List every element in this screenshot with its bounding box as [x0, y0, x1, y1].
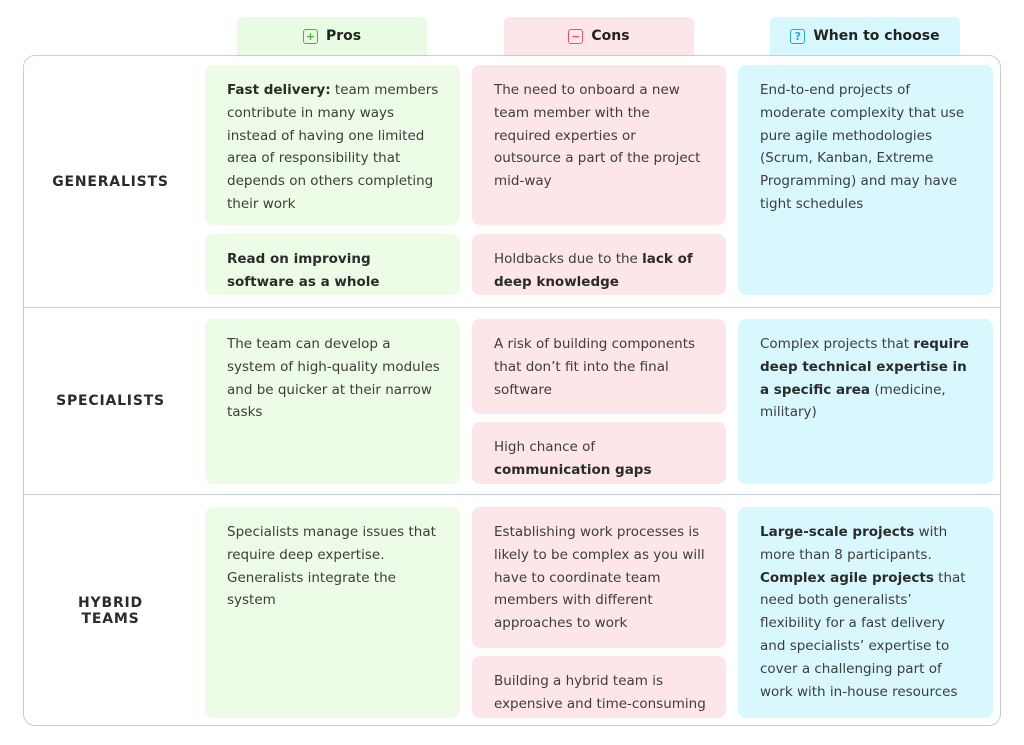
when-bold: Large-scale projects: [760, 524, 915, 540]
cons-card: High chance of communication gaps: [472, 422, 726, 484]
cons-text: Building a hybrid team is expensive and …: [494, 673, 706, 712]
when-card: Large-scale projects with more than 8 pa…: [738, 507, 993, 718]
plus-icon: +: [302, 28, 318, 44]
pros-card: Read on improving software as a whole: [205, 234, 460, 295]
cons-text: High chance of: [494, 439, 596, 455]
cons-text: Establishing work processes is likely to…: [494, 524, 705, 632]
column-header-pros-label: Pros: [325, 28, 362, 44]
when-card: Complex projects that require deep techn…: [738, 319, 993, 484]
pros-card: The team can develop a system of high-qu…: [205, 319, 460, 484]
pros-text: Specialists manage issues that require d…: [227, 524, 436, 609]
column-header-cons-label: Cons: [591, 28, 630, 44]
cons-card: A risk of building components that don’t…: [472, 319, 726, 414]
pros-bold: Fast delivery:: [227, 82, 331, 98]
cons-card: The need to onboard a new team member wi…: [472, 65, 726, 225]
row-label-hybrid: HYBRID TEAMS: [24, 494, 197, 727]
comparison-table: GENERALISTS Fast delivery: team members …: [23, 55, 1001, 726]
pros-card: Specialists manage issues that require d…: [205, 507, 460, 718]
column-header-pros: + Pros: [237, 17, 427, 55]
pros-text: team members contribute in many ways ins…: [227, 82, 439, 212]
when-text: End-to-end projects of moderate complexi…: [760, 82, 965, 212]
cons-bold: communication gaps: [494, 461, 652, 478]
when-text: Complex projects that: [760, 336, 914, 352]
when-text: (medicine, military): [760, 381, 946, 421]
row-label-specialists: SPECIALISTS: [56, 392, 165, 409]
cons-text: A risk of building components that don’t…: [494, 336, 696, 398]
row-label-generalists: GENERALISTS: [52, 173, 169, 190]
cons-text: Holdbacks due to the: [494, 251, 643, 267]
cons-text: The need to onboard a new team member wi…: [494, 82, 701, 190]
minus-icon: −: [568, 28, 584, 44]
cons-bold: lack of deep knowledge: [494, 251, 693, 290]
cons-card: Building a hybrid team is expensive and …: [472, 656, 726, 718]
when-bold: Complex agile projects: [760, 569, 934, 586]
row-label-line: HYBRID: [78, 594, 143, 611]
when-text: with more than 8 participants.: [760, 524, 948, 563]
pros-text: The team can develop a system of high-qu…: [227, 336, 440, 421]
column-header-when-label: When to choose: [813, 28, 940, 44]
pros-card: Fast delivery: team members contribute i…: [205, 65, 460, 225]
column-header-cons: − Cons: [504, 17, 694, 55]
when-text: that need both generalists’ flexibility …: [760, 569, 966, 700]
when-bold: require deep technical expertise in a sp…: [760, 336, 969, 398]
question-icon: ?: [790, 28, 806, 44]
pros-bold: Read on improving software as a whole: [227, 251, 380, 290]
row-divider: [24, 307, 1000, 308]
row-label-line: TEAMS: [81, 610, 140, 627]
when-card: End-to-end projects of moderate complexi…: [738, 65, 993, 295]
row-divider: [24, 494, 1000, 495]
column-header-when: ? When to choose: [770, 17, 960, 55]
cons-card: Establishing work processes is likely to…: [472, 507, 726, 648]
cons-card: Holdbacks due to the lack of deep knowle…: [472, 234, 726, 295]
